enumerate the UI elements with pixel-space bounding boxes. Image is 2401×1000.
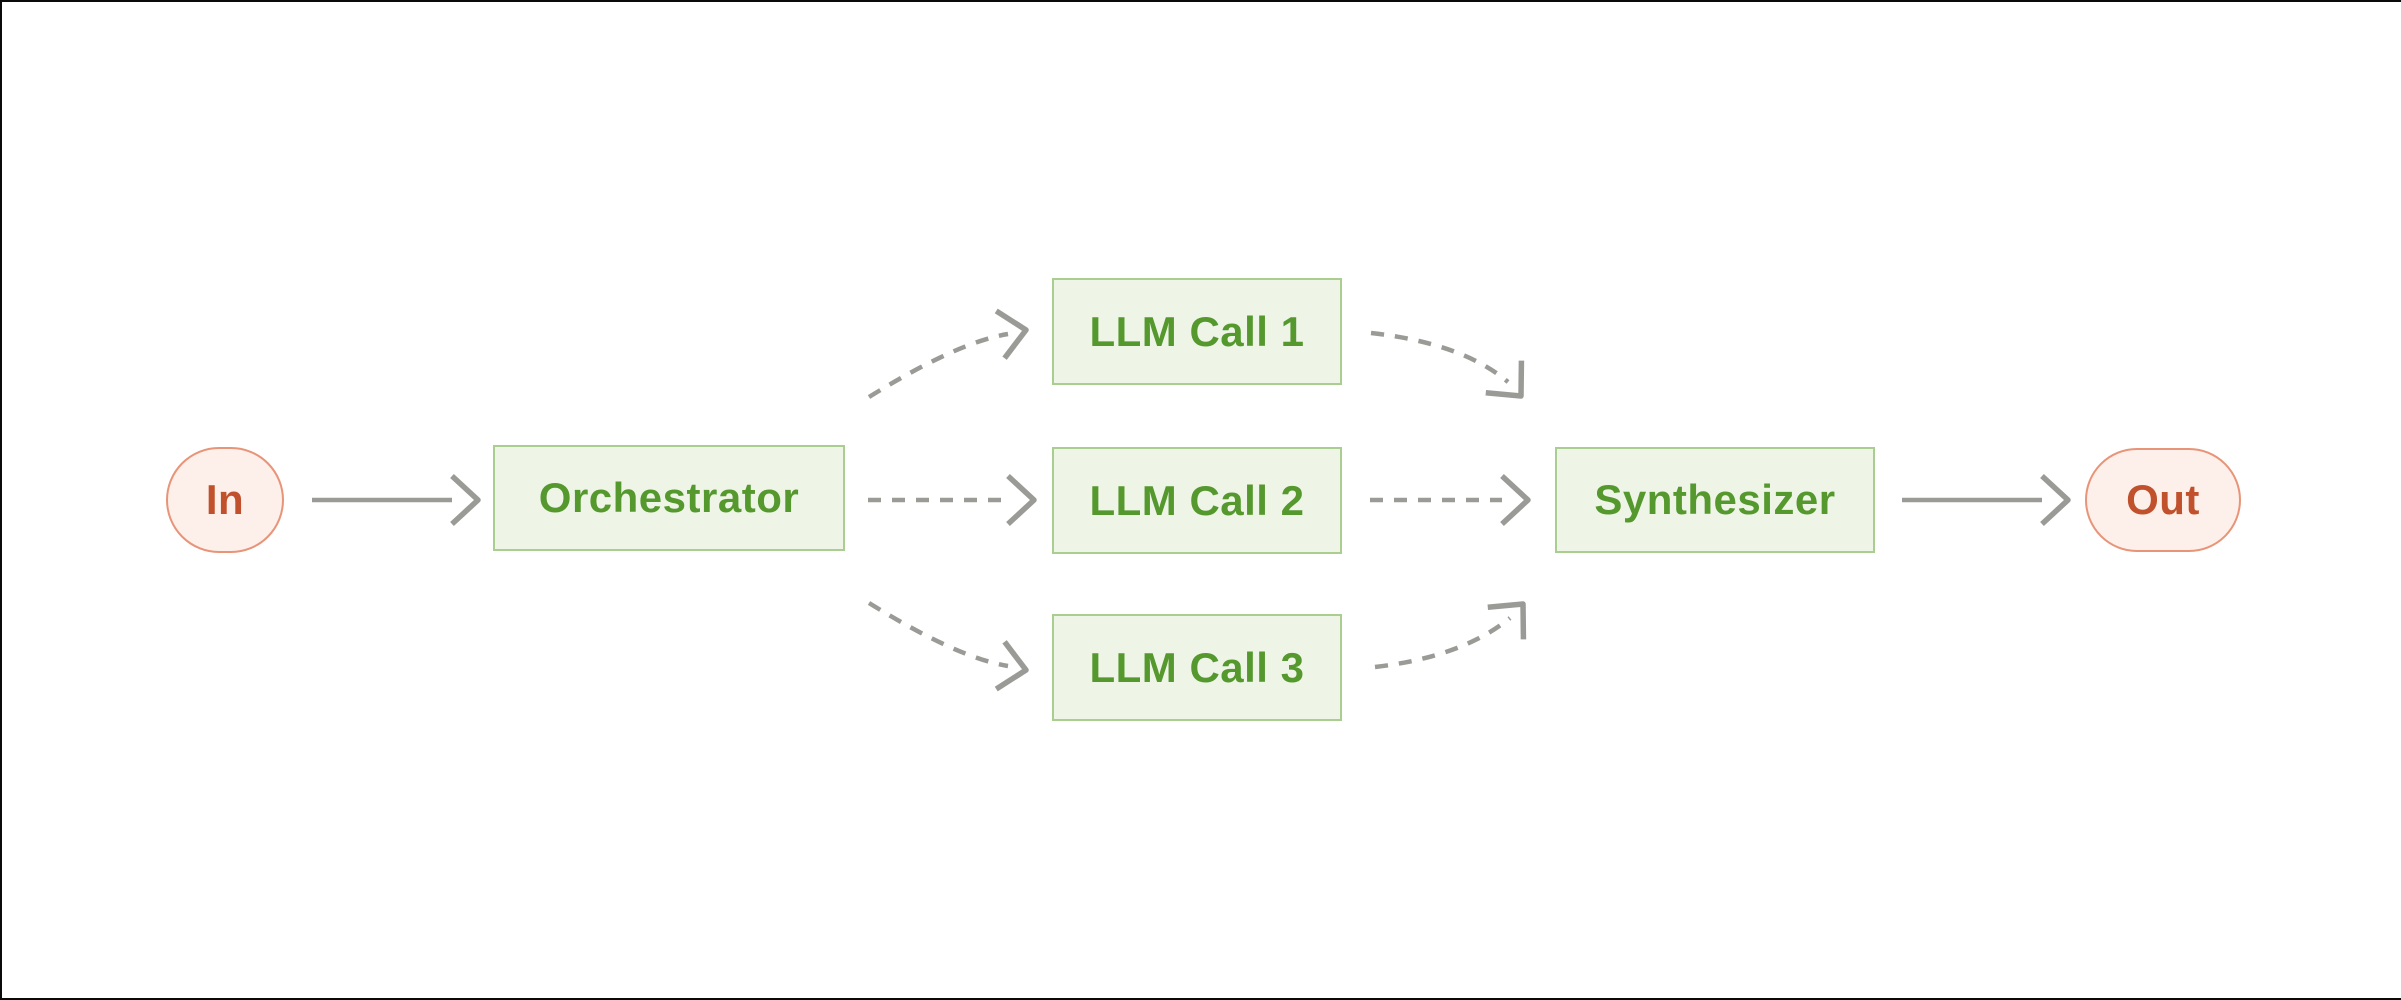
- node-llm-call-3: LLM Call 3: [1052, 614, 1342, 721]
- edge-orchestrator-llm-call-2: [868, 473, 1037, 527]
- arrowhead-right-icon: [2040, 473, 2071, 527]
- edge-orchestrator-llm-call-1: [867, 308, 1029, 399]
- edge-synthesizer-out: [1902, 473, 2071, 527]
- canvas-frame-bottom: [0, 998, 2401, 1000]
- canvas-frame-left: [0, 0, 2, 1000]
- edge-llm-call-2-synthesizer: [1370, 473, 1531, 527]
- node-synthesizer: Synthesizer: [1555, 447, 1875, 553]
- arrowhead-right-icon: [994, 640, 1029, 692]
- edge-orchestrator-llm-call-3: [867, 601, 1029, 692]
- node-orchestrator: Orchestrator: [493, 445, 845, 551]
- arrowhead-right-icon: [994, 308, 1029, 360]
- node-llm-call-2-label: LLM Call 2: [1089, 476, 1305, 524]
- node-llm-call-1: LLM Call 1: [1052, 278, 1342, 385]
- node-in: In: [166, 447, 284, 553]
- arrowhead-right-icon: [1500, 473, 1531, 527]
- arrowhead-up-right-icon: [1487, 601, 1527, 640]
- node-out-label: Out: [2126, 476, 2200, 523]
- edge-llm-call-1-synthesizer: [1370, 330, 1525, 399]
- edge-in-orchestrator: [312, 473, 481, 527]
- node-synthesizer-label: Synthesizer: [1594, 476, 1836, 523]
- arrowhead-right-icon: [450, 473, 481, 527]
- node-in-label: In: [205, 476, 245, 523]
- canvas-frame-top: [0, 0, 2401, 2]
- edge-llm-call-3-synthesizer: [1374, 601, 1527, 670]
- node-out: Out: [2085, 448, 2241, 552]
- node-llm-call-3-label: LLM Call 3: [1089, 643, 1305, 691]
- arrowhead-down-right-icon: [1485, 360, 1525, 399]
- arrowhead-right-icon: [1006, 473, 1037, 527]
- node-llm-call-2: LLM Call 2: [1052, 447, 1342, 554]
- node-llm-call-1-label: LLM Call 1: [1089, 307, 1305, 355]
- node-orchestrator-label: Orchestrator: [538, 474, 800, 521]
